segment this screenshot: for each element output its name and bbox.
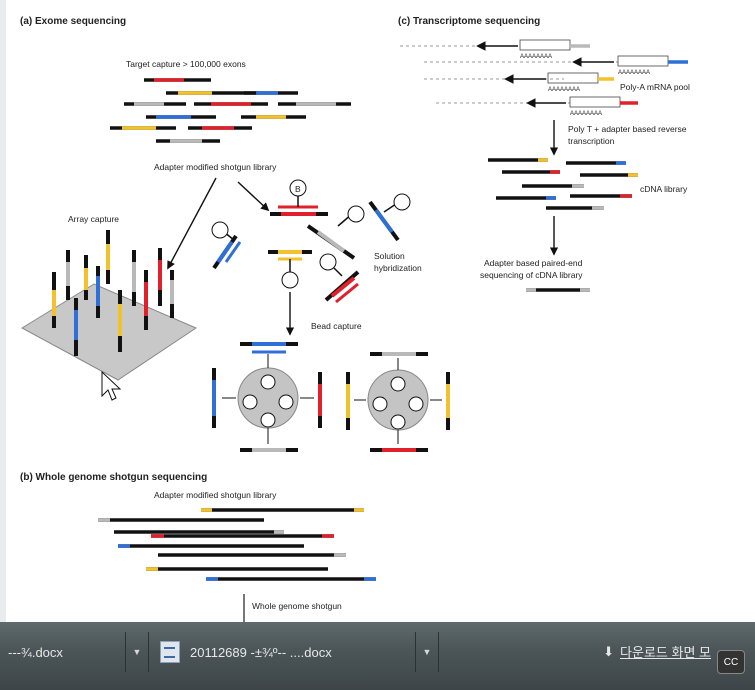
download-item-1-menu-icon[interactable]: ▼ — [125, 632, 148, 672]
show-all-downloads-label: 다운로드 화면 모 — [620, 645, 711, 660]
download-item-2-menu-icon[interactable]: ▼ — [415, 632, 438, 672]
polya-tail-3: AAAAAAAA — [548, 87, 580, 93]
download-item-1[interactable]: ---¾.docx ▼ — [0, 632, 149, 672]
adapter-library-label-a: Adapter modified shotgun library — [154, 162, 277, 172]
show-all-downloads-link[interactable]: ⬇ 다운로드 화면 모 — [603, 642, 711, 661]
polya-tail-2: AAAAAAAA — [618, 70, 650, 76]
paired-end-label-2: sequencing of cDNA library — [480, 270, 583, 280]
panel-b-title: (b) Whole genome shotgun sequencing — [20, 472, 207, 483]
bead-capture-label: Bead capture — [311, 321, 362, 331]
capture-bead-right — [346, 352, 450, 452]
wgs-label: Whole genome shotgun — [252, 601, 342, 611]
solution-label-2: hybridization — [374, 263, 422, 273]
document-page: (a) Exome sequencing Target capture > 10… — [6, 0, 755, 622]
sequencing-figure: (a) Exome sequencing Target capture > 10… — [20, 16, 690, 622]
word-document-icon — [160, 641, 180, 663]
panel-c-title: (c) Transcriptome sequencing — [398, 16, 540, 27]
panel-a-title: (a) Exome sequencing — [20, 16, 126, 27]
bead-label: B — [295, 184, 301, 194]
cdna-library-label: cDNA library — [640, 184, 688, 194]
poly-t-label-1: Poly T + adapter based reverse — [568, 124, 687, 134]
cdna-fragments — [488, 158, 638, 210]
closed-captions-icon[interactable]: CC — [717, 650, 745, 674]
poly-t-label-2: transcription — [568, 136, 615, 146]
solution-hybridization: B — [211, 179, 411, 304]
polya-tail-4: AAAAAAAA — [570, 111, 602, 117]
solution-label-1: Solution — [374, 251, 405, 261]
download-item-2-name: 20112689 -±¾º-- ....docx — [190, 644, 332, 660]
download-arrow-icon: ⬇ — [603, 643, 615, 659]
shotgun-reads — [98, 508, 376, 581]
mouse-cursor-icon — [101, 370, 122, 401]
exon-fragments — [110, 78, 351, 143]
capture-bead-left — [212, 342, 322, 452]
download-bar: ---¾.docx ▼ 20112689 -±¾º-- ....docx ▼ ⬇… — [0, 622, 755, 690]
array-probes — [52, 230, 174, 356]
capture-array — [20, 283, 198, 381]
download-item-2[interactable]: 20112689 -±¾º-- ....docx ▼ — [152, 632, 439, 672]
paired-end-label-1: Adapter based paired-end — [484, 258, 583, 268]
array-capture-label: Array capture — [68, 214, 119, 224]
mrna-pool — [400, 39, 688, 108]
target-capture-label: Target capture > 100,000 exons — [126, 59, 246, 69]
download-item-1-name: ---¾.docx — [8, 644, 63, 660]
polya-tail-1: AAAAAAAA — [520, 54, 552, 60]
adapter-library-label-b: Adapter modified shotgun library — [154, 490, 277, 500]
polya-pool-label: Poly-A mRNA pool — [620, 82, 690, 92]
